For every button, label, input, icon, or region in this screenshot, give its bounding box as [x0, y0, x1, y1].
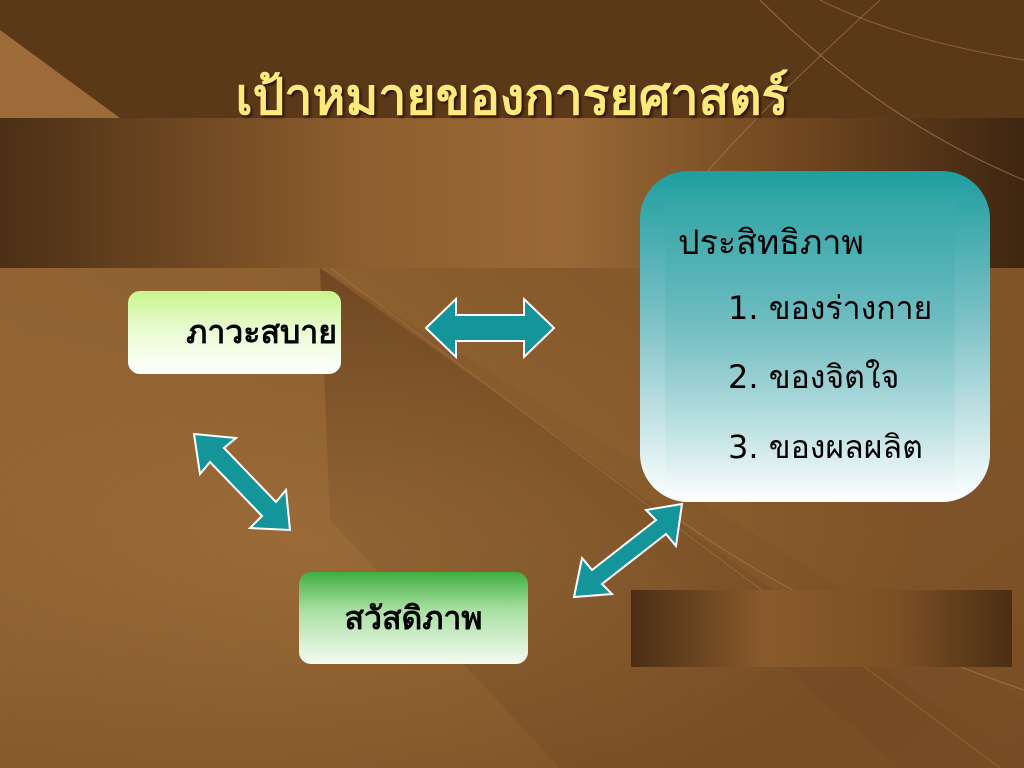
welfare-label: สวัสดิภาพ [344, 598, 483, 637]
decorative-bar [631, 590, 1012, 667]
efficiency-item: 2. ของจิตใจ [728, 358, 900, 396]
welfare-box: สวัสดิภาพ [299, 572, 528, 664]
wellbeing-label: ภาวะสบาย [186, 313, 337, 351]
efficiency-heading: ประสิทธิภาพ [678, 223, 864, 263]
efficiency-item: 3. ของผลผลิต [728, 428, 923, 466]
double-arrow-icon [424, 297, 556, 359]
slide-title: เป้าหมายของการยศาสตร์ [235, 68, 789, 126]
efficiency-item: 1. ของร่างกาย [728, 289, 933, 327]
double-arrow-icon [572, 502, 684, 599]
wellbeing-box: ภาวะสบาย [128, 291, 341, 374]
efficiency-box: ประสิทธิภาพ 1. ของร่างกาย 2. ของจิตใจ 3.… [640, 171, 990, 502]
double-arrow-icon [192, 432, 292, 532]
efficiency-inner-panel [665, 196, 955, 496]
